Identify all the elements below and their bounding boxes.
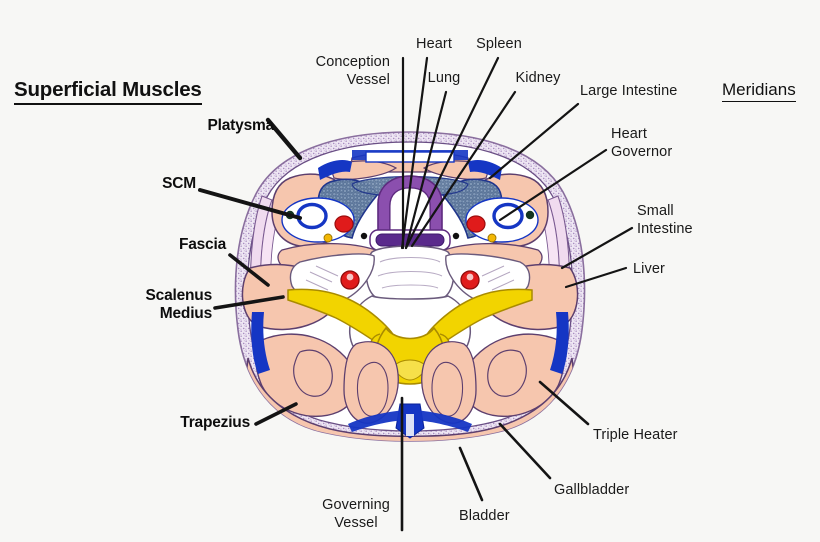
leader-gallbladder xyxy=(498,422,552,480)
label-governing-vessel: Governing Vessel xyxy=(322,497,390,531)
leader-bladder xyxy=(458,446,484,502)
leader-lung xyxy=(404,90,448,250)
leader-scalenus-medius xyxy=(213,295,285,310)
nerve-marker-left xyxy=(323,233,333,243)
leader-kidney xyxy=(410,90,517,248)
leader-trapezius xyxy=(254,402,298,426)
leader-spleen xyxy=(404,56,500,250)
label-heart-governor: Heart Governor xyxy=(611,126,673,160)
carotid-artery-right xyxy=(466,215,486,233)
carotid-artery-left xyxy=(334,215,354,233)
label-trapezius: Trapezius xyxy=(180,414,250,431)
label-platysma: Platysma xyxy=(207,117,275,134)
leader-heart xyxy=(400,56,429,250)
vagus-nerve-right xyxy=(525,210,535,220)
label-fascia: Fascia xyxy=(178,236,226,253)
leader-fascia xyxy=(228,253,270,287)
nerve-marker-right xyxy=(487,233,497,243)
leader-triple-heater xyxy=(538,380,590,426)
posterior-deep-muscles xyxy=(246,333,574,441)
heading-superficial-muscles: Superficial Muscles xyxy=(14,78,202,105)
recurrent-nerve-left xyxy=(360,232,368,240)
label-scm: SCM xyxy=(162,175,196,192)
label-kidney: Kidney xyxy=(515,70,561,86)
external-jugular-right xyxy=(550,312,569,374)
leader-lines xyxy=(198,56,634,532)
label-heart: Heart xyxy=(416,36,452,52)
label-large-intestine: Large Intestine xyxy=(580,83,678,99)
leader-platysma xyxy=(265,117,303,161)
label-spleen: Spleen xyxy=(476,36,522,52)
vertebral-body xyxy=(365,245,455,305)
label-conception-vessel: Conception Vessel xyxy=(315,54,390,88)
label-bladder: Bladder xyxy=(459,508,510,524)
leader-liver xyxy=(564,266,628,289)
label-triple-heater: Triple Heater xyxy=(593,427,678,443)
strap-muscles xyxy=(318,150,502,180)
label-gallbladder: Gallbladder xyxy=(554,482,630,498)
leader-heart-governor xyxy=(498,148,608,222)
carotid-sheath-right xyxy=(465,197,539,243)
label-lung: Lung xyxy=(427,70,461,86)
internal-jugular-vein-left xyxy=(296,202,328,230)
external-jugular-left xyxy=(251,312,270,374)
heading-meridians: Meridians xyxy=(722,80,796,102)
leader-large-intestine xyxy=(488,102,580,180)
recurrent-nerve-right xyxy=(452,232,460,240)
leader-small-intestine xyxy=(560,226,634,270)
label-liver: Liver xyxy=(633,261,665,277)
label-scalenus-medius: Scalenus Medius xyxy=(145,287,213,323)
label-small-intestine: Small Intestine xyxy=(637,203,693,237)
carotid-sheath-left xyxy=(281,197,355,243)
leader-scm xyxy=(198,188,302,220)
